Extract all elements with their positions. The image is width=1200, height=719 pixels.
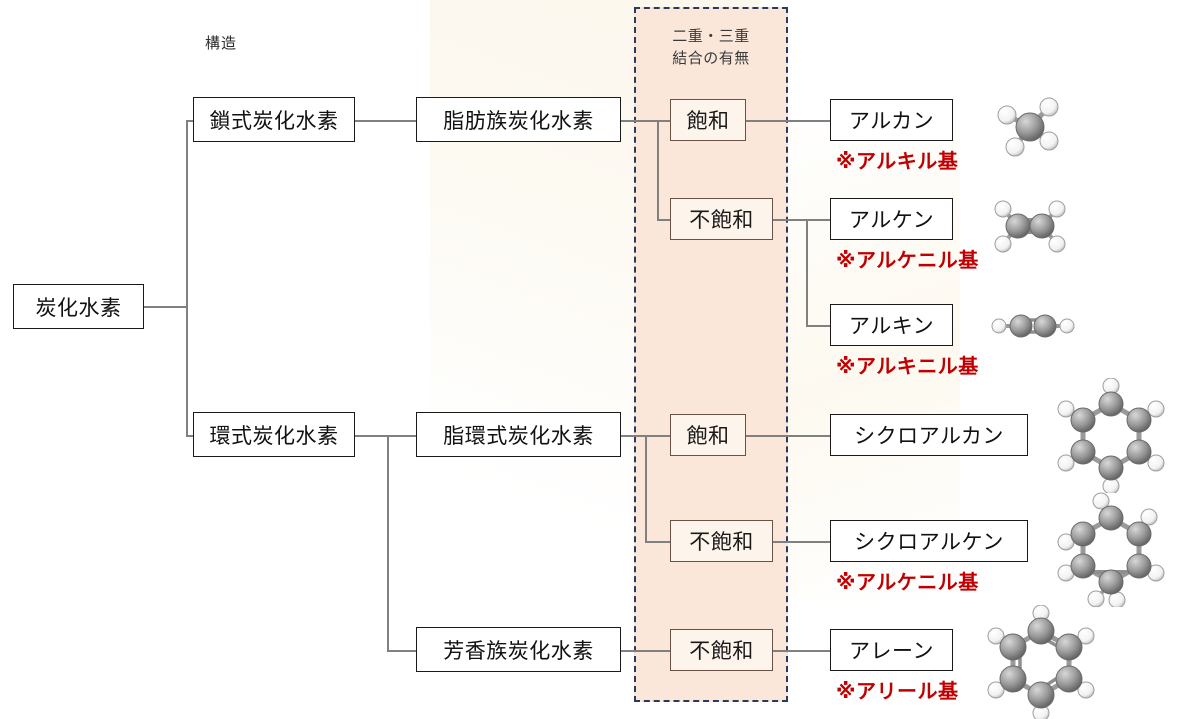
node-cycloalkane[interactable]: シクロアルカン xyxy=(830,414,1028,456)
cyclohexene-model xyxy=(1057,492,1165,607)
node-arene[interactable]: アレーン xyxy=(830,629,953,671)
connector-unsaturated1-out xyxy=(773,219,807,221)
node-aliphatic-hydrocarbon[interactable]: 脂肪族炭化水素 xyxy=(416,97,621,142)
connector-alicyclic-out xyxy=(621,435,658,437)
node-alkyne[interactable]: アルキン xyxy=(830,304,953,346)
connector-to-alkene xyxy=(806,219,830,221)
connector-to-unsaturated-1 xyxy=(657,219,670,221)
methane-model xyxy=(997,97,1059,157)
node-hydrocarbon-root[interactable]: 炭化水素 xyxy=(13,284,144,329)
node-unsaturated-alicyclic[interactable]: 不飽和 xyxy=(670,520,773,562)
node-cyclic-hydrocarbon[interactable]: 環式炭化水素 xyxy=(193,412,355,457)
node-saturated-alicyclic[interactable]: 飽和 xyxy=(670,414,746,456)
connector-root-out xyxy=(144,306,187,308)
node-alicyclic-hydrocarbon[interactable]: 脂環式炭化水素 xyxy=(416,412,621,457)
connector-unsaturated1-trunk xyxy=(806,219,808,326)
node-unsaturated-aliphatic[interactable]: 不飽和 xyxy=(670,198,773,240)
connector-cyclic-out xyxy=(355,435,388,437)
connector-unsaturated2-to-cycloalkene xyxy=(773,541,830,543)
ethyne-model xyxy=(991,314,1075,338)
cyclohexane-model xyxy=(1057,378,1165,493)
benzene-model xyxy=(987,605,1095,719)
structure-column-label: 構造 xyxy=(205,35,238,52)
note-alkynyl-group: ※アルキニル基 xyxy=(836,356,979,378)
connector-saturated2-to-cycloalkane xyxy=(746,435,830,437)
connector-aliphatic-sat-trunk xyxy=(657,120,659,220)
node-unsaturated-aromatic[interactable]: 不飽和 xyxy=(670,629,773,671)
node-chain-hydrocarbon[interactable]: 鎖式炭化水素 xyxy=(193,97,355,142)
connector-trunk2-to-alicyclic xyxy=(387,435,417,437)
note-cycloalkenyl-group: ※アルケニル基 xyxy=(836,572,979,594)
ethene-model xyxy=(994,200,1066,253)
connector-to-alkyne xyxy=(806,325,830,327)
connector-cyclic-trunk xyxy=(387,435,389,651)
connector-aliphatic-out xyxy=(621,120,658,122)
connector-trunk2-to-aromatic xyxy=(387,650,417,652)
note-aryl-group: ※アリール基 xyxy=(836,681,959,703)
node-aromatic-hydrocarbon[interactable]: 芳香族炭化水素 xyxy=(416,627,621,672)
connector-to-unsaturated-2 xyxy=(645,541,670,543)
connector-trunk-to-cyclic xyxy=(186,435,194,437)
note-alkenyl-group: ※アルケニル基 xyxy=(836,250,979,272)
node-alkane[interactable]: アルカン xyxy=(830,99,953,141)
highlight-column-title: 二重・三重 結合の有無 xyxy=(672,28,750,67)
node-saturated-aliphatic[interactable]: 飽和 xyxy=(670,99,746,141)
connector-trunk-to-chain xyxy=(186,120,194,122)
connector-to-saturated-2 xyxy=(645,435,670,437)
connector-alicyclic-sat-trunk xyxy=(645,435,647,542)
connector-root-trunk xyxy=(186,120,188,436)
connector-saturated1-to-alkane xyxy=(746,120,830,122)
node-alkene[interactable]: アルケン xyxy=(830,198,953,240)
note-alkyl-group: ※アルキル基 xyxy=(836,151,959,173)
connector-aromatic-to-unsaturated xyxy=(621,650,670,652)
connector-unsaturated3-to-arene xyxy=(773,650,830,652)
node-cycloalkene[interactable]: シクロアルケン xyxy=(830,520,1028,562)
connector-chain-to-aliphatic xyxy=(355,120,417,122)
connector-to-saturated-1 xyxy=(657,120,670,122)
